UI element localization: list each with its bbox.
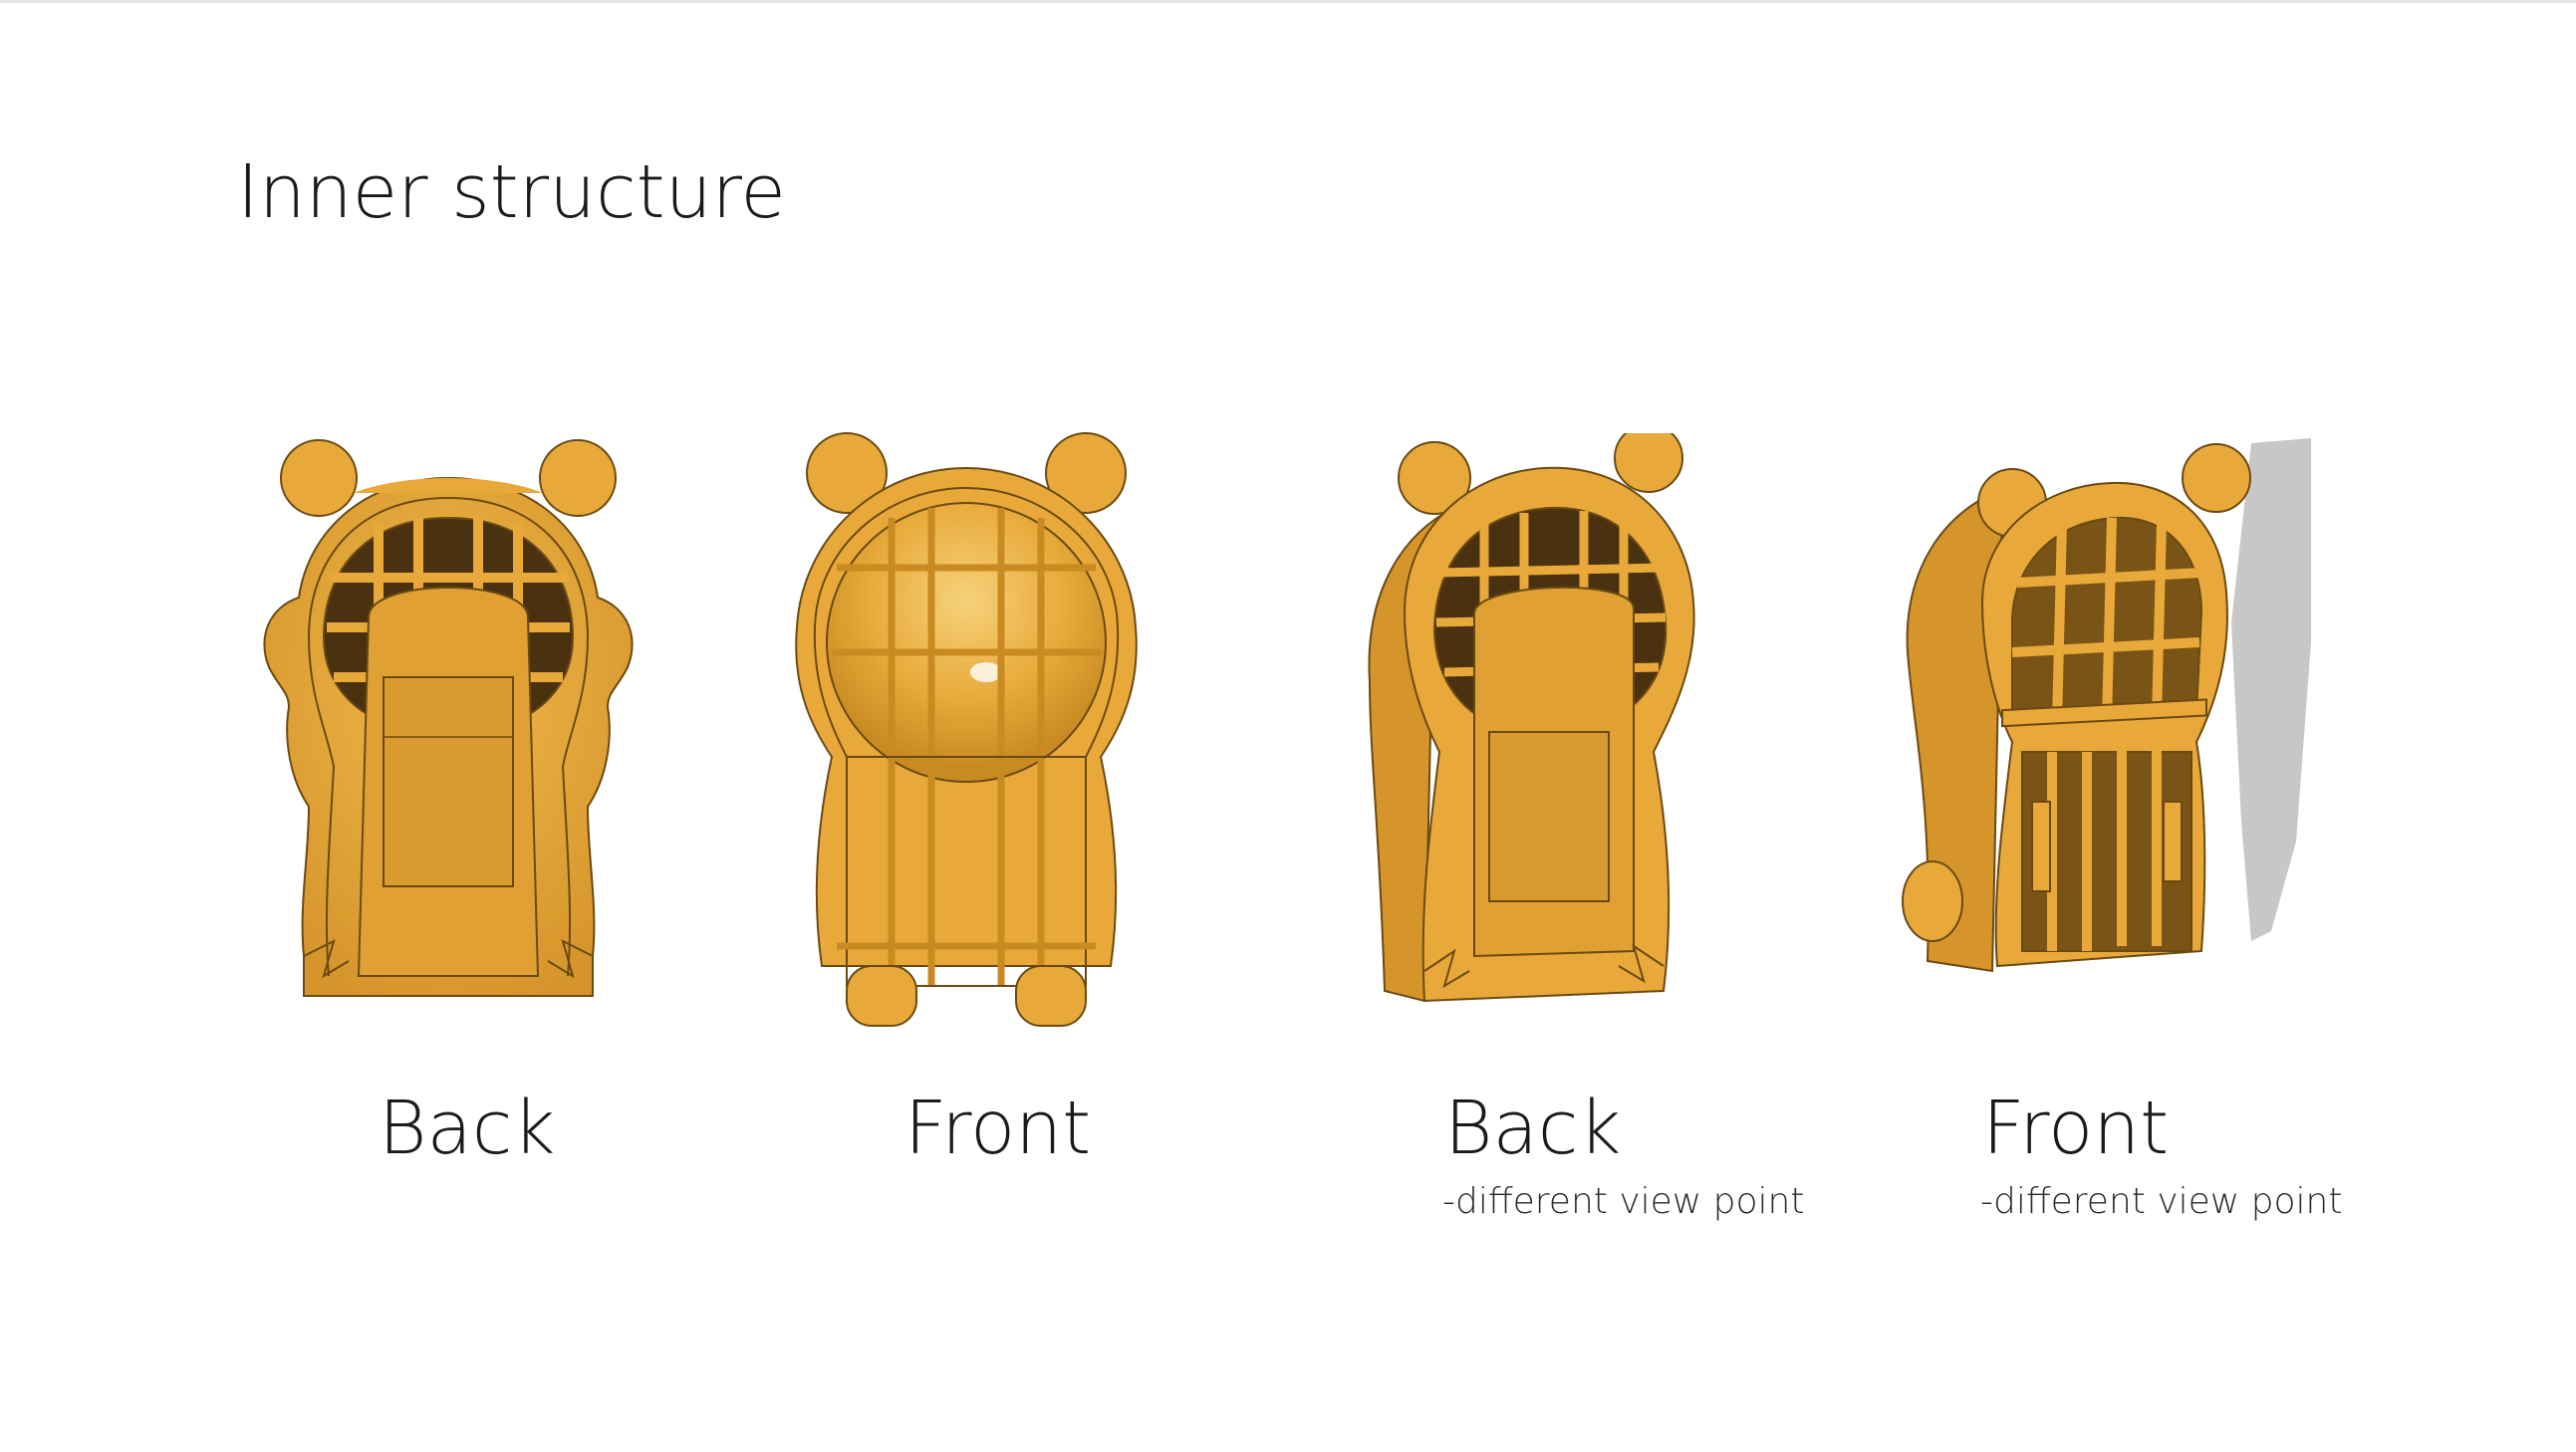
- label-front: Front: [904, 1086, 1092, 1171]
- page-title: Inner structure: [237, 149, 786, 235]
- sublabel-front-angled: -different view point: [1980, 1181, 2343, 1222]
- shadow: [2231, 438, 2311, 941]
- render-back: [249, 438, 647, 1016]
- label-back: Back: [379, 1086, 556, 1171]
- label-front-angled: Front: [1982, 1086, 2170, 1171]
- render-back-angled: [1345, 433, 1723, 1011]
- render-front: [777, 428, 1156, 1036]
- top-rule: [0, 0, 2576, 3]
- label-back-angled: Back: [1444, 1086, 1622, 1171]
- sublabel-back-angled: -different view point: [1442, 1181, 1805, 1222]
- render-front-angled: [1873, 423, 2351, 981]
